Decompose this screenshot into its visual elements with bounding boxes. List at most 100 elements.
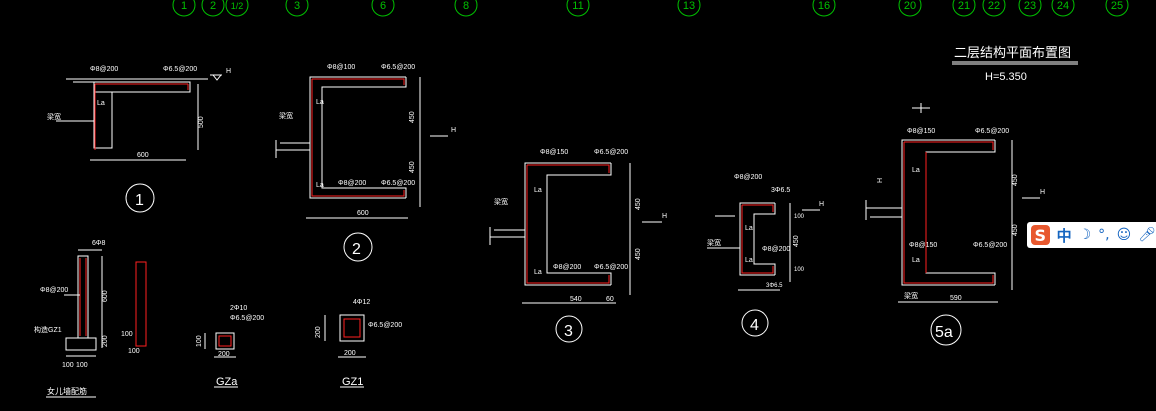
detail-5a: Φ8@150 Φ6.5@200 La La Φ8@150 Φ6.5@200 H … (865, 103, 1045, 346)
axis-bubble-23: 23 (1018, 0, 1042, 17)
axis-label: 1/2 (231, 1, 244, 11)
punct-icon[interactable]: °, (1098, 227, 1110, 243)
detail-3: Φ8@150 Φ6.5@200 La La Φ8@200 Φ6.5@200 梁宽… (489, 149, 667, 343)
wall-top-rebar: 6Φ8 (92, 240, 105, 247)
sogou-logo-icon[interactable]: S (1031, 225, 1050, 245)
title-text: 二层结构平面布置图 (954, 45, 1071, 60)
d3-dim2: 450 (635, 248, 642, 260)
d5a-dim1: 450 (1012, 174, 1019, 186)
d2-width-dim: 600 (357, 210, 369, 217)
axis-bubble-8: 8 (454, 0, 478, 17)
d3-top-rebar: Φ8@150 (540, 149, 568, 156)
wall-dim-w2: 100 (76, 362, 88, 369)
d2-dim1: 450 (409, 111, 416, 123)
mic-icon[interactable]: 🎤︎ (1138, 227, 1156, 243)
axis-label: 20 (904, 0, 916, 12)
d4-mark: 4 (750, 317, 759, 334)
axis-bubble-3: 3 (285, 0, 309, 17)
axis-bubble-24: 24 (1051, 0, 1075, 17)
gz1-label: GZ1 (342, 376, 363, 388)
wall-dim-b: 200 (102, 335, 109, 347)
axis-label: 25 (1111, 0, 1123, 12)
d3-bottom-rebar: Φ8@200 (553, 264, 581, 271)
d4-dist: 3Φ6.5 (771, 187, 790, 194)
axis-label: 13 (683, 0, 695, 12)
d4-h-label: H (819, 201, 824, 208)
d3-dist-bot: Φ6.5@200 (594, 264, 628, 271)
axis-label: 8 (463, 0, 469, 12)
d1-h-label: H (226, 68, 231, 75)
axis-bubble-21: 21 (952, 0, 976, 17)
d5a-beam-label: 梁宽 (904, 291, 918, 300)
axis-bubble-11: 11 (566, 0, 590, 17)
d1-top-rebar: Φ8@200 (90, 66, 118, 73)
ime-toolbar[interactable]: S 中 ☽ °, ☺ 🎤︎ (1027, 222, 1156, 248)
axis-label: 24 (1057, 0, 1069, 12)
wall-dim-h: 600 (102, 290, 109, 302)
d1-beam-label: 梁宽 (47, 112, 61, 121)
d3-width-dim: 540 (570, 296, 582, 303)
d5a-top-rebar: Φ8@150 (907, 128, 935, 135)
d4-w2: 100 (794, 267, 805, 273)
d5a-h2: H (877, 178, 884, 183)
wall-dim-w: 100 (62, 362, 74, 369)
wall-caption: 女儿墙配筋 (47, 386, 87, 396)
d2-dist-top: Φ6.5@200 (381, 64, 415, 71)
ime-mode-toggle[interactable]: 中 (1056, 226, 1072, 245)
d1-la: La (97, 100, 105, 107)
wall-bottom-w: 100 (128, 348, 140, 355)
gza-bars: 2Φ10 (230, 305, 247, 312)
axis-label: 23 (1024, 0, 1036, 12)
axis-label: 3 (294, 0, 300, 12)
wall-gz: 构造GZ1 (34, 325, 62, 334)
gz1-bars: 4Φ12 (353, 299, 370, 306)
axis-bubble-25: 25 (1105, 0, 1129, 17)
d1-width-dim: 600 (137, 152, 149, 159)
d5a-h-label: H (1040, 189, 1045, 196)
gz1-dim-w: 200 (344, 350, 356, 357)
d2-bottom-rebar: Φ8@200 (338, 180, 366, 187)
d2-la2: La (316, 182, 324, 189)
d3-la1: La (534, 187, 542, 194)
d3-dist-top: Φ6.5@200 (594, 149, 628, 156)
title-elevation: H=5.350 (985, 71, 1027, 83)
gza-column-detail: 2Φ10 Φ6.5@200 100 200 GZa (196, 305, 264, 388)
emoji-icon[interactable]: ☺ (1116, 227, 1132, 243)
d4-top-rebar: Φ8@200 (734, 174, 762, 181)
d2-la1: La (316, 99, 324, 106)
gza-stirrup: Φ6.5@200 (230, 315, 264, 322)
wall-side-100: 100 (121, 331, 133, 338)
axis-label: 1 (181, 0, 187, 12)
d1-dist-rebar: Φ6.5@200 (163, 66, 197, 73)
gz1-column-detail: 4Φ12 Φ6.5@200 200 200 GZ1 (315, 299, 402, 388)
d3-h-label: H (662, 213, 667, 220)
d5a-bottom-rebar: Φ8@150 (909, 242, 937, 249)
d4-w1: 100 (794, 214, 805, 220)
moon-icon[interactable]: ☽ (1078, 227, 1092, 243)
d2-dim2: 450 (409, 161, 416, 173)
d4-dim: 450 (793, 235, 800, 247)
d1-height-dim: 500 (198, 116, 205, 128)
d3-beam-label: 梁宽 (494, 197, 508, 206)
detail-2: Φ8@100 Φ6.5@200 La La Φ8@200 Φ6.5@200 梁宽… (275, 64, 456, 262)
axis-label: 6 (380, 0, 386, 12)
d2-mark: 2 (352, 241, 361, 258)
d3-mark: 3 (564, 323, 573, 340)
d3-dim1: 450 (635, 198, 642, 210)
d5a-dim2: 450 (1012, 224, 1019, 236)
d5a-la2: La (912, 257, 920, 264)
gz1-dim-h: 200 (315, 326, 322, 338)
axis-bubble-16: 16 (812, 0, 836, 17)
d5a-la1: La (912, 167, 920, 174)
d4-bot-dist: 3Φ6.5 (766, 283, 783, 289)
d2-dist-bot: Φ6.5@200 (381, 180, 415, 187)
axis-label: 16 (818, 0, 830, 12)
gza-dim-h: 100 (196, 335, 203, 347)
parapet-wall-detail: 6Φ8 Φ8@200 600 200 构造GZ1 100 100 女儿墙配筋 1… (34, 240, 147, 398)
drawing-title: 二层结构平面布置图 H=5.350 (952, 45, 1078, 83)
d3-la2: La (534, 269, 542, 276)
d4-bottom-rebar: Φ8@200 (762, 246, 790, 253)
detail-1: Φ8@200 Φ6.5@200 H La 梁宽 500 600 1 (47, 66, 231, 213)
